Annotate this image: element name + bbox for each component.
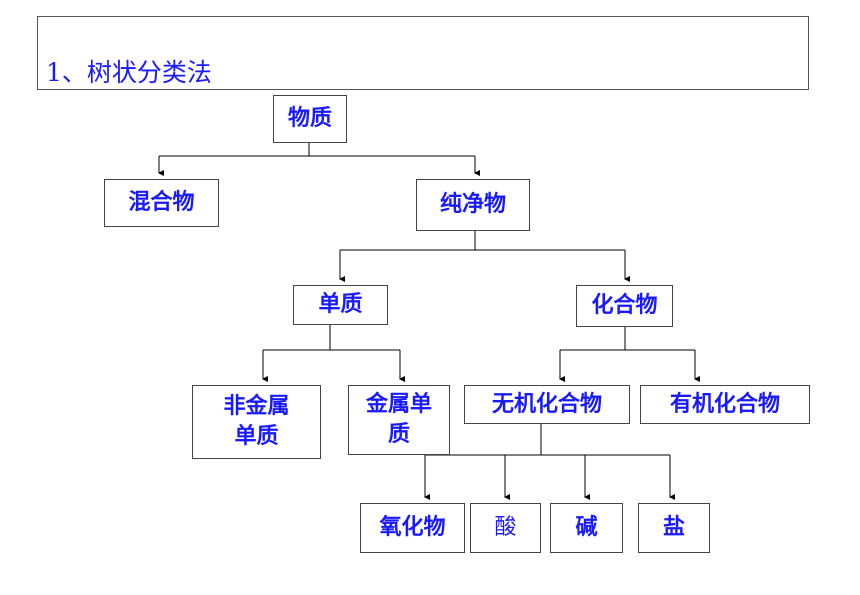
- node-yan: 盐: [638, 503, 710, 553]
- node-chunjingwu: 纯净物: [416, 179, 530, 231]
- node-jian: 碱: [550, 503, 623, 553]
- node-jinshu: 金属单质: [348, 385, 450, 455]
- node-hunhewu: 混合物: [104, 179, 219, 227]
- node-youji: 有机化合物: [640, 385, 810, 424]
- node-wuzhi: 物质: [273, 95, 347, 143]
- node-huahewu: 化合物: [576, 285, 673, 327]
- node-suan: 酸: [470, 503, 541, 553]
- slide-title: 1、树状分类法: [46, 58, 212, 87]
- node-yanghuawu: 氧化物: [360, 503, 465, 553]
- node-danzhi: 单质: [293, 285, 388, 325]
- node-feijinshu: 非金属单质: [192, 385, 321, 459]
- title-box: 1、树状分类法: [37, 16, 809, 90]
- node-wuji: 无机化合物: [464, 385, 630, 424]
